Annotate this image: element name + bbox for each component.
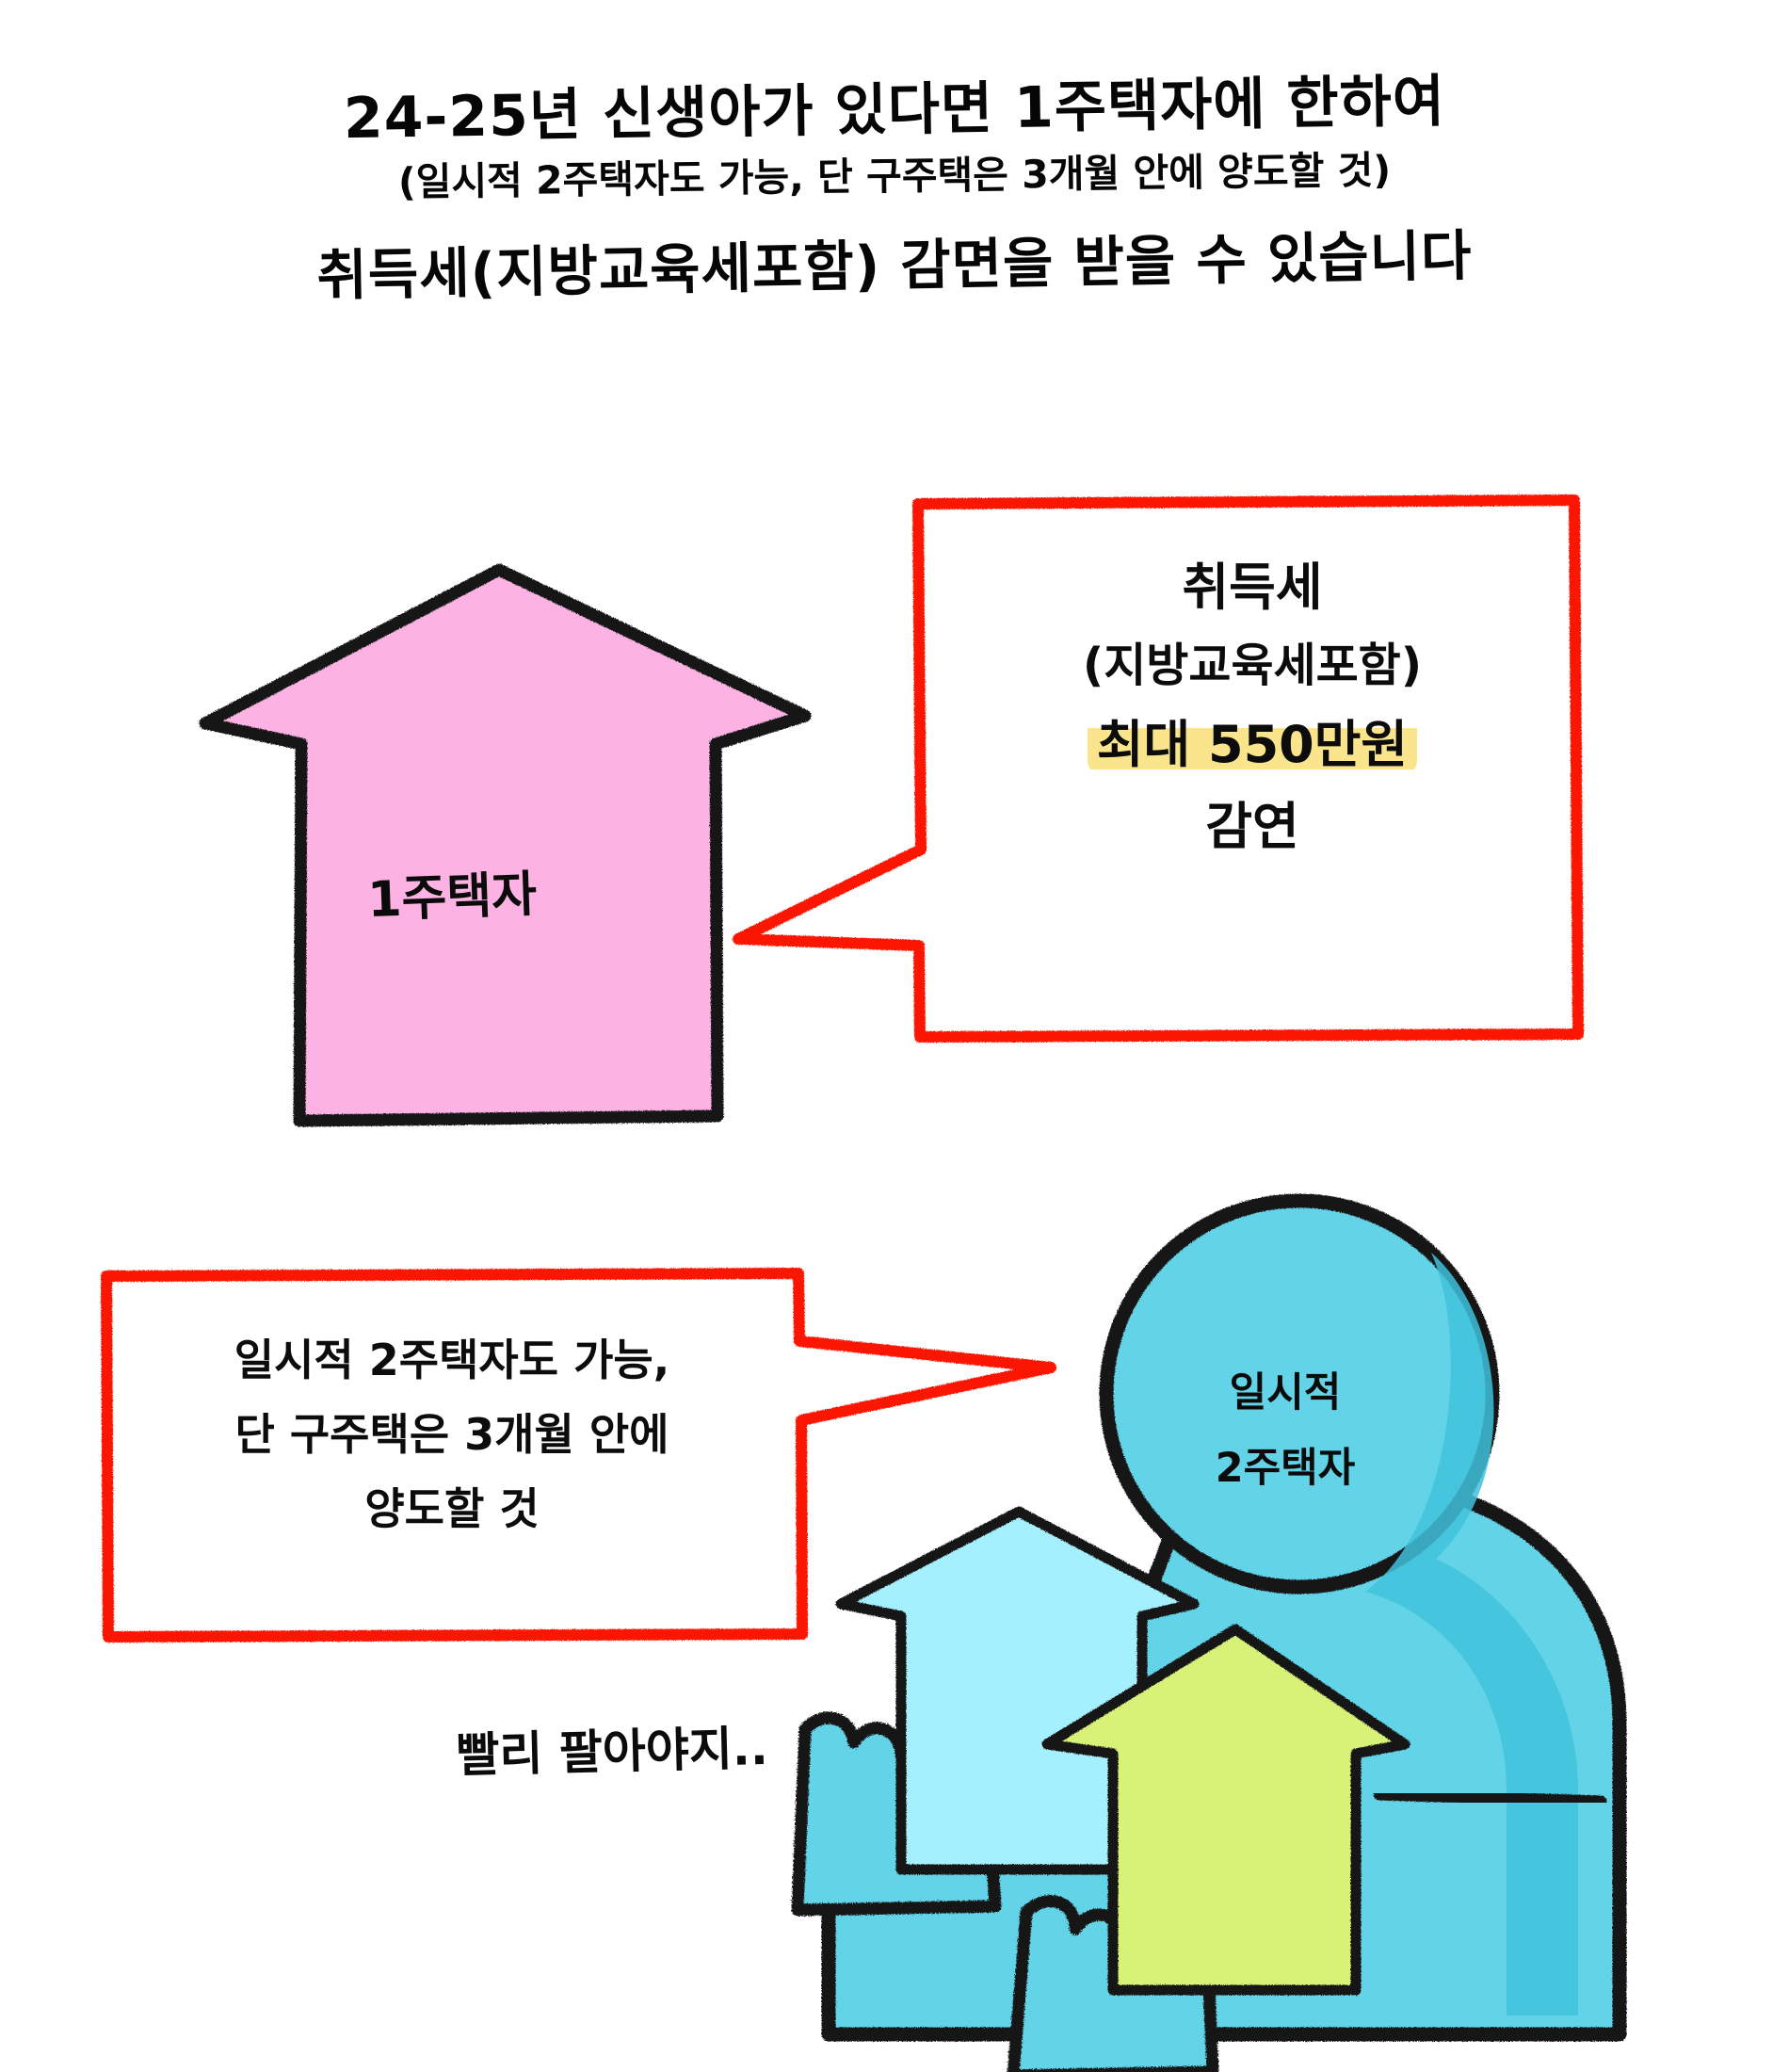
light-blue-house-shape	[835, 1506, 1200, 1875]
person-shading	[1365, 1253, 1578, 2015]
bubble-temporary-shape	[101, 1268, 1056, 1643]
pink-house-shape	[199, 563, 812, 1127]
person-arm-right	[1373, 1788, 1607, 1808]
bubble-tax-shape	[733, 494, 1584, 1043]
green-house-shape	[1041, 1624, 1410, 1996]
